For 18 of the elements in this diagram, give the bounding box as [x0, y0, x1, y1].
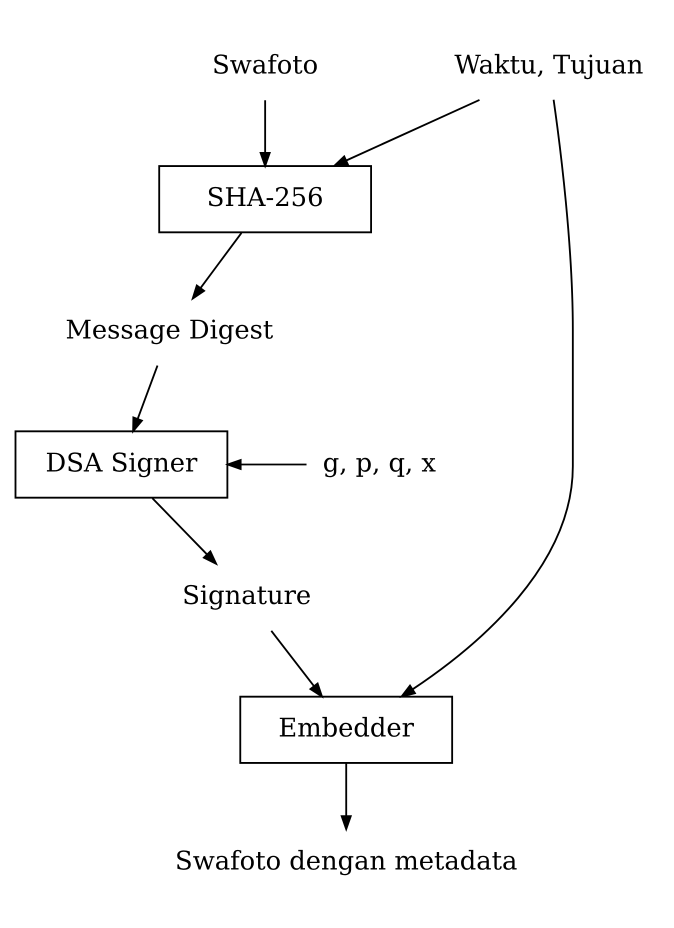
node-text: Message Digest: [65, 315, 274, 346]
node-text: Waktu, Tujuan: [454, 50, 644, 80]
arrow: [224, 458, 307, 470]
arrow: [152, 497, 218, 566]
node-text: g, p, q, x: [322, 448, 436, 478]
arrow: [191, 232, 242, 300]
arrow: [259, 100, 271, 168]
arrow: [270, 630, 324, 698]
arrow: [340, 763, 352, 832]
node-box: SHA-256: [158, 164, 372, 233]
arrow: [332, 98, 480, 167]
arrow: [132, 364, 158, 434]
node-text: Swafoto dengan metadata: [175, 846, 518, 876]
node-text: Swafoto: [212, 50, 318, 80]
node-box: Embedder: [239, 695, 454, 764]
node-box: DSA Signer: [14, 430, 228, 498]
arrow: [399, 99, 574, 698]
node-text: Signature: [182, 580, 312, 610]
